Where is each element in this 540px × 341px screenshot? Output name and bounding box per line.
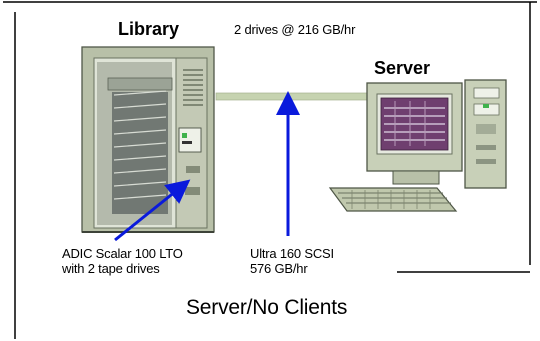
tape-library-icon [81, 46, 215, 233]
library-pointer-arrow [114, 179, 191, 242]
server-label: Server [374, 58, 431, 78]
connection-note-line-2: 576 GB/hr [250, 261, 308, 276]
library-note: ADIC Scalar 100 LTO with 2 tape drives [62, 246, 183, 276]
drive-rate-label: 2 drives @ 216 GB/hr [234, 22, 356, 37]
scsi-cable [215, 92, 373, 101]
diagram-caption: Server/No Clients [186, 296, 348, 319]
library-label: Library [118, 19, 180, 39]
library-note-line-1: ADIC Scalar 100 LTO [62, 246, 183, 261]
connection-note: Ultra 160 SCSI 576 GB/hr [250, 246, 334, 276]
keyboard-icon [328, 187, 458, 212]
library-note-line-2: with 2 tape drives [62, 261, 160, 276]
server-computer-icon [366, 79, 507, 189]
connection-note-line-1: Ultra 160 SCSI [250, 246, 334, 261]
